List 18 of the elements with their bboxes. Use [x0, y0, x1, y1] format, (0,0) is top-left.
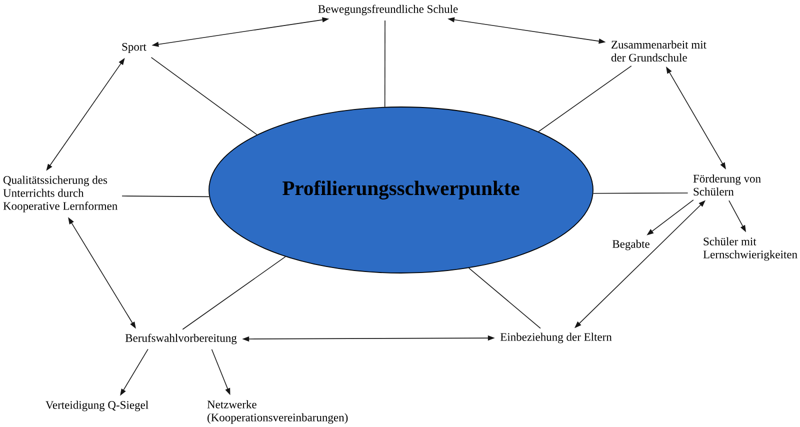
node-label: Zusammenarbeit mit der Grundschule [611, 40, 706, 62]
node-label: Netzwerke (Kooperationsvereinbarungen) [207, 400, 348, 424]
node-label: Verteidigung Q-Siegel [46, 400, 148, 412]
connector-line [150, 57, 258, 136]
node-label: Bewegungsfreundliche Schule [318, 4, 458, 16]
connector-line [468, 268, 541, 329]
node-label: Förderung von Schülern [693, 174, 761, 196]
connector-line [384, 20, 386, 108]
node-label: Einbeziehung der Eltern [500, 332, 612, 344]
node-label: Qualitätssicherung des Unterrichts durch Kooperative Lernformen [3, 176, 118, 212]
connector-line [182, 256, 286, 330]
connector-line [122, 196, 210, 198]
node-label: Schüler mit Lernschwierigkeiten [703, 237, 798, 261]
node-label: Begabte [612, 240, 650, 250]
connector-line [592, 192, 688, 194]
connector-line [538, 66, 632, 132]
node-label: Berufswahlvorbereitung [125, 334, 237, 344]
node-label: Sport [122, 42, 146, 54]
